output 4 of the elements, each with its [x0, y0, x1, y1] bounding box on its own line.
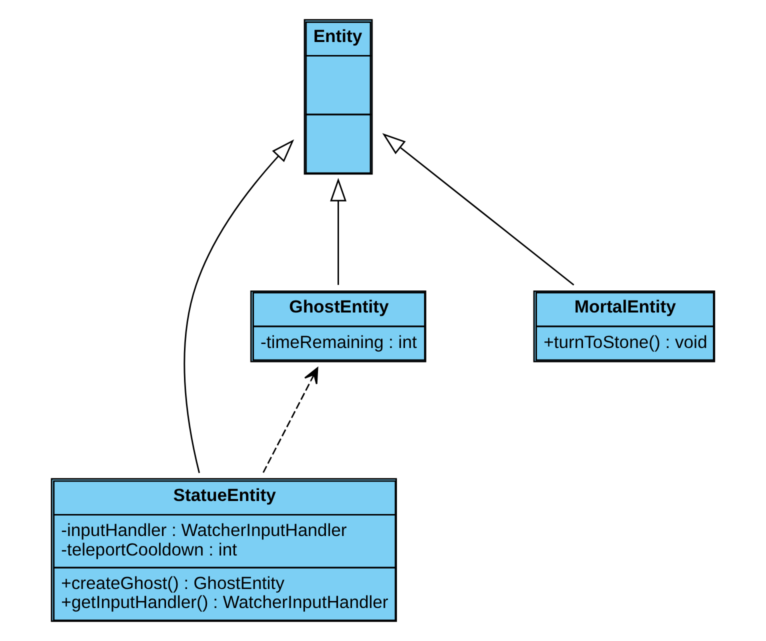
arrow: [184, 139, 294, 474]
arrow: [382, 133, 574, 286]
arrow: [330, 178, 346, 285]
arrow: [262, 367, 318, 473]
